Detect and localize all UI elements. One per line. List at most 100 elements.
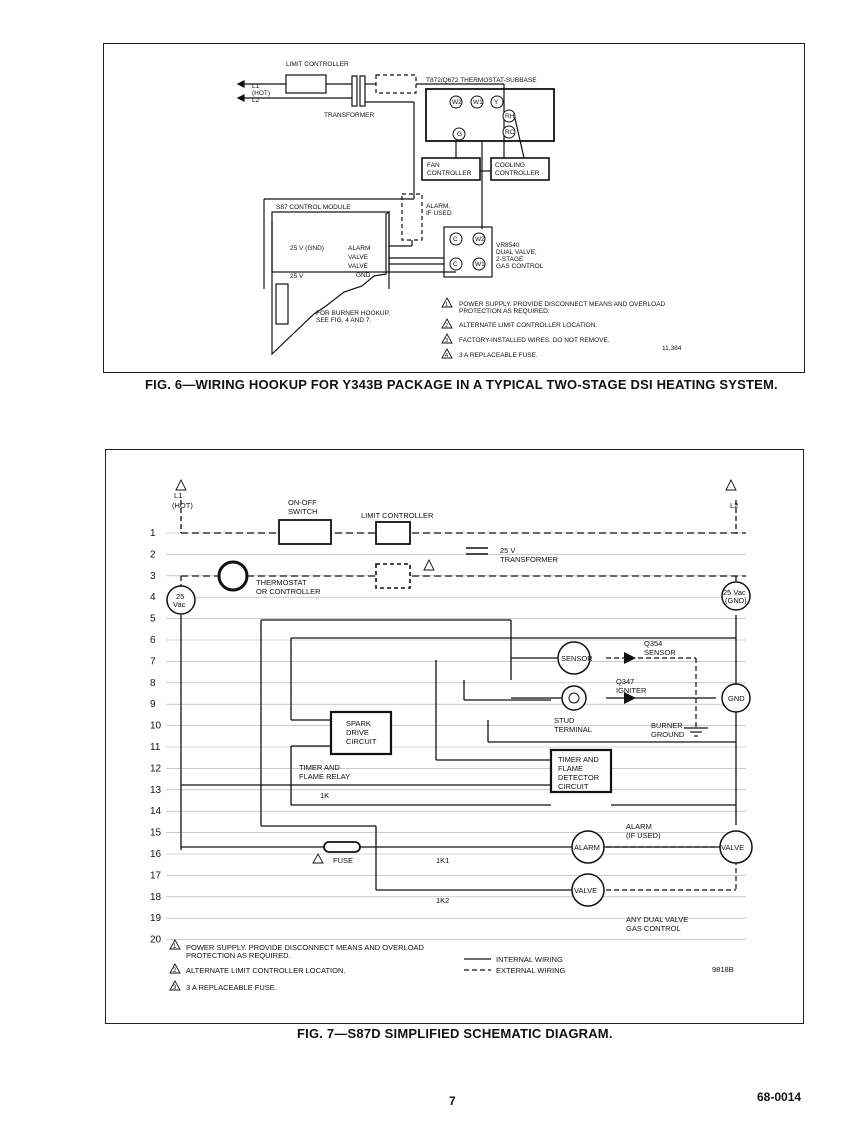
- fig6-note-3: FACTORY-INSTALLED WIRES. DO NOT REMOVE.: [459, 337, 610, 344]
- fig6-note-1-line-1: POWER SUPPLY. PROVIDE DISCONNECT MEANS A…: [459, 301, 666, 308]
- timer-label-3: DETECTOR: [558, 773, 600, 782]
- alarm-label-1: ALARM,: [426, 203, 450, 210]
- hot-label: (HOT): [252, 90, 270, 97]
- thermostat-label: T872/Q672 THERMOSTAT-SUBBASE: [426, 77, 537, 84]
- fig6-note-3-num: 3: [445, 338, 448, 344]
- left-source-1: 25: [176, 592, 184, 601]
- fan-controller-1: FAN: [427, 162, 440, 169]
- left-source-2: Vac: [173, 600, 186, 609]
- module-term-alarm: ALARM: [348, 245, 370, 252]
- thermostat-label-2: OR CONTROLLER: [256, 587, 321, 596]
- q354-label-2: SENSOR: [644, 648, 676, 657]
- stud-label-1: STUD: [554, 716, 575, 725]
- timer-label-4: CIRCUIT: [558, 782, 589, 791]
- vr-term-c2: C: [453, 261, 458, 268]
- internal-wiring-label: INTERNAL WIRING: [496, 955, 563, 964]
- burner-note-1: FOR BURNER HOOKUP,: [316, 310, 390, 317]
- v25-label: 25 V: [290, 273, 304, 280]
- row-number: 16: [150, 849, 162, 860]
- row-number: 14: [150, 806, 162, 817]
- l2-label: L2: [730, 501, 738, 510]
- dual-valve-2: GAS CONTROL: [626, 924, 681, 933]
- k1-1-label: 1K1: [436, 856, 449, 865]
- fig6-note-2-num: 2: [445, 323, 448, 329]
- external-wiring-label: EXTERNAL WIRING: [496, 966, 565, 975]
- row-number: 17: [150, 870, 162, 881]
- vr-label-3: 2-STAGE: [496, 256, 524, 263]
- row-number: 8: [150, 678, 156, 689]
- timer-label-2: FLAME: [558, 764, 583, 773]
- right-source-2: (GND): [725, 596, 747, 605]
- terminal-g: G: [457, 131, 462, 138]
- module-term-valve-2: VALVE: [348, 263, 369, 270]
- transformer-label-1: 25 V: [500, 546, 515, 555]
- module-term-valve-1: VALVE: [348, 254, 369, 261]
- hot-label: (HOT): [172, 501, 193, 510]
- fig7-note-3-num: 3: [173, 985, 177, 991]
- fig7-note-1-num: 1: [173, 944, 177, 950]
- row-number: 3: [150, 571, 156, 582]
- right-source-1: 25 Vac: [723, 588, 746, 597]
- fig7-note-2-num: 2: [173, 968, 177, 974]
- figure-7-caption: FIG. 7—S87D SIMPLIFIED SCHEMATIC DIAGRAM…: [297, 1026, 613, 1041]
- thermostat-label-1: THERMOSTAT: [256, 578, 307, 587]
- terminal-y: Y: [494, 99, 499, 106]
- row-number: 19: [150, 913, 162, 924]
- terminal-rh: RH: [505, 113, 515, 120]
- document-number: 68-0014: [757, 1090, 802, 1104]
- row-number: 13: [150, 785, 162, 796]
- fig7-note-1-line-2: PROTECTION AS REQUIRED.: [186, 951, 291, 960]
- fig6-note-4-num: 4: [445, 353, 448, 359]
- row-number: 1: [150, 528, 156, 539]
- figure-6-caption: FIG. 6—WIRING HOOKUP FOR Y343B PACKAGE I…: [145, 377, 778, 392]
- spark-label-1: SPARK: [346, 719, 371, 728]
- vr-label-4: GAS CONTROL: [496, 263, 544, 270]
- fuse-label: FUSE: [333, 856, 353, 865]
- fig6-note-4: 3 A REPLACEABLE FUSE.: [459, 352, 538, 359]
- dual-valve-1: ANY DUAL VALVE: [626, 915, 688, 924]
- row-number: 7: [150, 656, 156, 667]
- limit-controller-label: LIMIT CONTROLLER: [286, 61, 349, 68]
- relay-label-2: FLAME RELAY: [299, 772, 350, 781]
- fig7-code: 9818B: [712, 965, 734, 974]
- terminal-w1: W1: [473, 99, 483, 106]
- on-off-label-1: ON-OFF: [288, 498, 317, 507]
- gnd25-label: 25 V (GND): [290, 245, 324, 252]
- transformer-label: TRANSFORMER: [324, 112, 375, 119]
- fig7-note-1-line-1: POWER SUPPLY. PROVIDE DISCONNECT MEANS A…: [186, 943, 425, 952]
- q354-label-1: Q354: [644, 639, 662, 648]
- l1-label: L1: [174, 491, 182, 500]
- figure-6-diagram: LIMIT CONTROLLER L1 (HOT) L2 TRANSFORMER…: [236, 61, 682, 359]
- vr-label-1: VR8540: [496, 242, 520, 249]
- terminal-rc: RC: [505, 129, 515, 136]
- fig7-note-3: 3 A REPLACEABLE FUSE.: [186, 983, 277, 992]
- page-number: 7: [449, 1094, 456, 1108]
- q347-label-1: Q347: [616, 677, 634, 686]
- sensor-label: SENSOR: [561, 654, 593, 663]
- row-number: 12: [150, 763, 162, 774]
- fig6-note-1-num: 1: [445, 302, 448, 308]
- row-number: 10: [150, 721, 162, 732]
- spark-label-3: CIRCUIT: [346, 737, 377, 746]
- fan-controller-2: CONTROLLER: [427, 170, 472, 177]
- row-number: 4: [150, 592, 156, 603]
- alarm-used-2: (IF USED): [626, 831, 661, 840]
- transformer-label-2: TRANSFORMER: [500, 555, 559, 564]
- vr-term-c1: C: [453, 236, 458, 243]
- row-number: 6: [150, 635, 156, 646]
- module-term-gnd: GND: [356, 272, 371, 279]
- relay-1k-label: 1K: [320, 791, 329, 800]
- alarm-used-1: ALARM: [626, 822, 652, 831]
- q347-label-2: IGNITER: [616, 686, 647, 695]
- row-number: 5: [150, 614, 156, 625]
- timer-label-1: TIMER AND: [558, 755, 599, 764]
- spark-label-2: DRIVE: [346, 728, 369, 737]
- row-number: 11: [150, 742, 161, 753]
- fig6-note-2: ALTERNATE LIMIT CONTROLLER LOCATION.: [459, 322, 597, 329]
- burner-ground-1: BURNER: [651, 721, 683, 730]
- relay-label-1: TIMER AND: [299, 763, 340, 772]
- vr-term-w1: W1: [475, 261, 485, 268]
- figure-6-wiring-hookup: LIMIT CONTROLLER L1 (HOT) L2 TRANSFORMER…: [103, 43, 805, 373]
- cooling-controller-2: CONTROLLER: [495, 170, 540, 177]
